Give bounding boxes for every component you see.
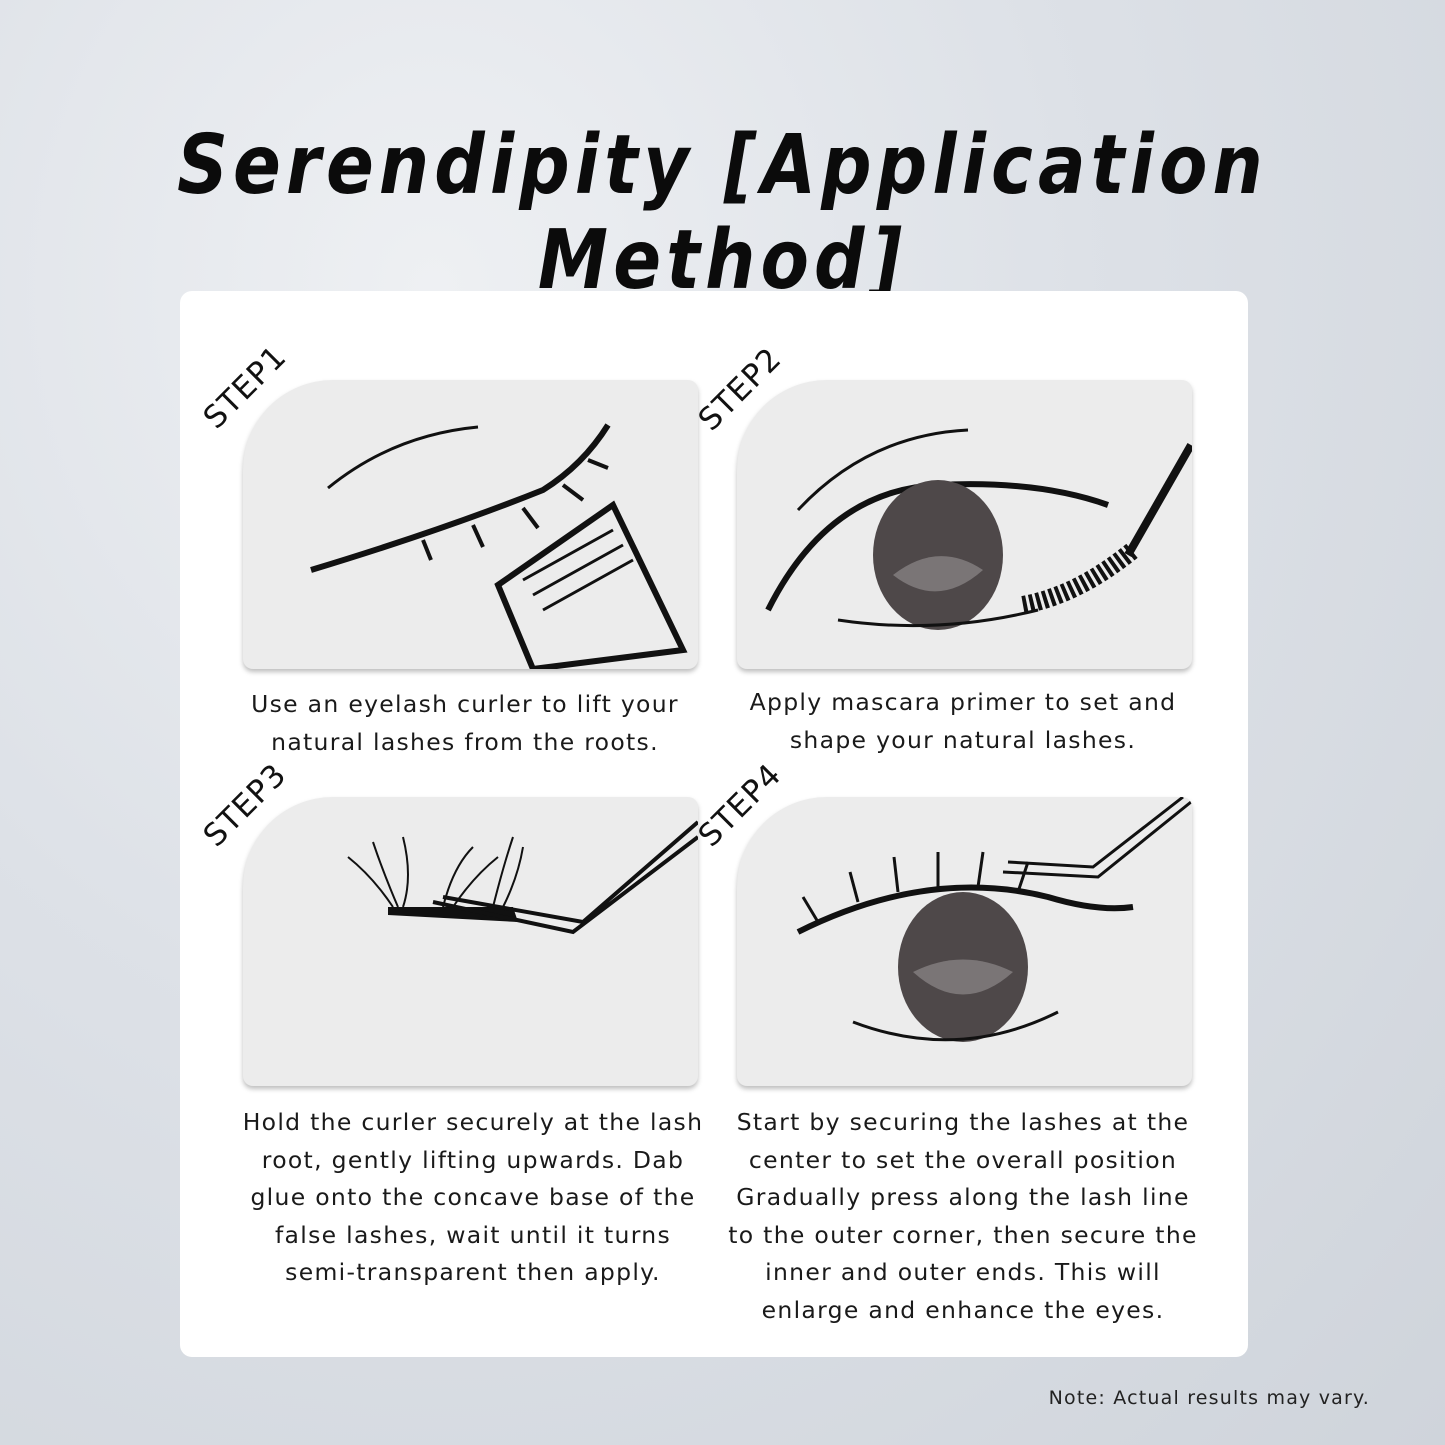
eyelash-curler-icon <box>310 423 688 669</box>
step2-illustration-mascara <box>737 380 1192 669</box>
disclaimer-note: Note: Actual results may vary. <box>1048 1387 1370 1409</box>
step1-caption: Use an eyelash curler to lift your natur… <box>251 690 679 756</box>
step3-caption: Hold the curler securely at the lash roo… <box>242 1108 704 1286</box>
step2-caption: Apply mascara primer to set and shape yo… <box>749 688 1177 754</box>
step4-illustration-applied-lashes <box>737 797 1192 1086</box>
step3-illustration-tweezers <box>243 797 698 1086</box>
step4-caption: Start by securing the lashes at the cent… <box>728 1108 1198 1324</box>
page-title: Serendipity [Application Method] <box>177 118 1268 308</box>
step1-illustration-eyelash-curler <box>243 380 698 669</box>
false-lash-tweezers-icon <box>347 820 698 935</box>
applied-lashes-eye-icon <box>796 797 1192 1042</box>
mascara-eye-icon <box>765 428 1192 630</box>
